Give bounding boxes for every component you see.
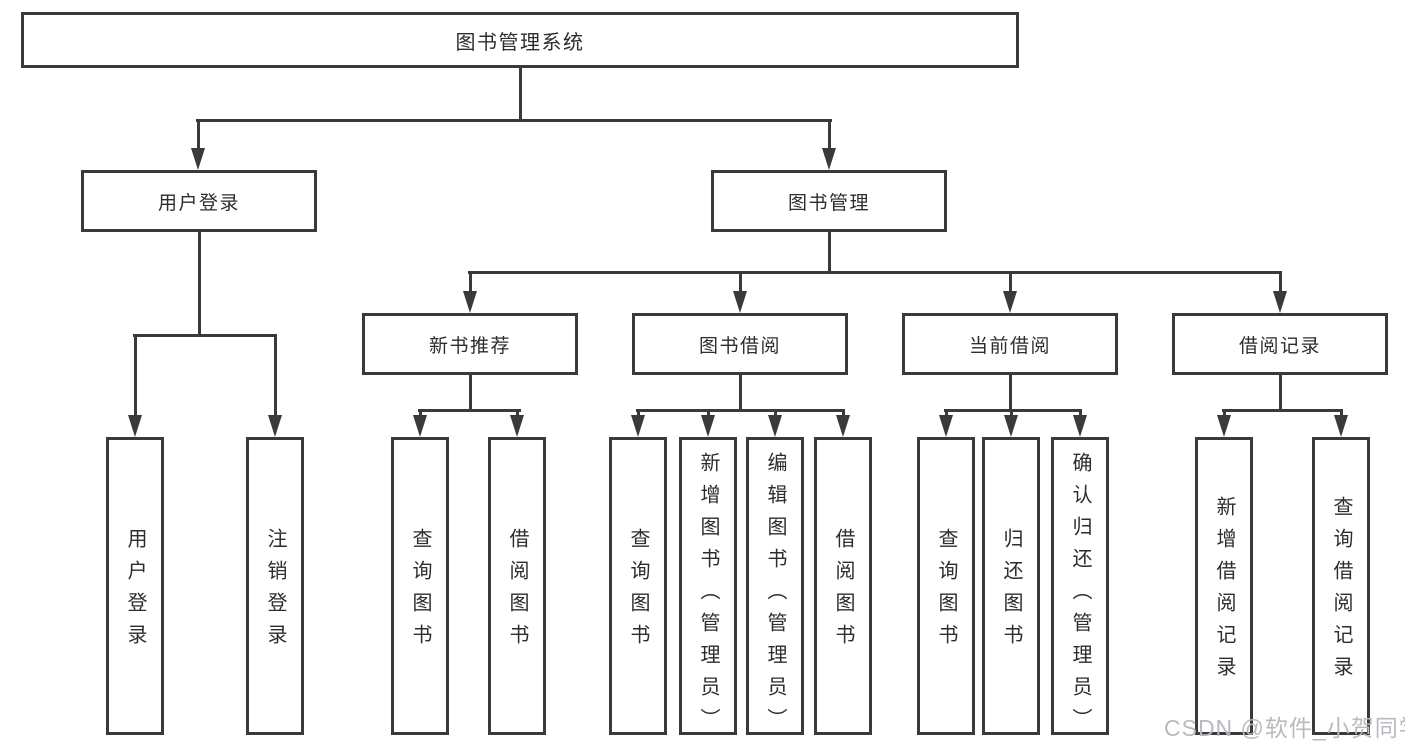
connector-line [944, 408, 948, 419]
connector-line [133, 333, 277, 337]
arrow-down-icon [268, 415, 282, 437]
connector-line [1278, 270, 1282, 294]
leaf-node-user-login: 用户登录 [106, 437, 164, 735]
connector-line [841, 408, 845, 419]
csdn-watermark: CSDN @软件_小贺同学 [1164, 715, 1405, 741]
connector-line [1339, 408, 1343, 419]
arrow-down-icon [768, 415, 782, 437]
connector-line [196, 118, 200, 151]
leaf-node-query-books-2: 查询图书 [609, 437, 667, 735]
leaf-node-query-books-3: 查询图书 [917, 437, 975, 735]
arrow-down-icon [128, 415, 142, 437]
connector-line [738, 375, 742, 410]
connector-line [1078, 408, 1082, 419]
connector-line [1222, 408, 1226, 419]
leaf-node-return-book: 归还图书 [982, 437, 1040, 735]
arrow-down-icon [733, 291, 747, 313]
connector-line [1222, 408, 1343, 412]
connector-line [827, 118, 831, 151]
arrow-down-icon [463, 291, 477, 313]
arrow-down-icon [939, 415, 953, 437]
arrow-down-icon [510, 415, 524, 437]
connector-line [515, 408, 519, 419]
connector-line [1008, 270, 1012, 294]
branch-node-book-management: 图书管理 [711, 170, 947, 232]
leaf-node-edit-book-admin: 编辑图书（管理员） [746, 437, 804, 740]
connector-line [738, 270, 742, 294]
connector-line [636, 408, 640, 419]
arrow-down-icon [1334, 415, 1348, 437]
connector-line [468, 270, 1282, 274]
arrow-down-icon [1217, 415, 1231, 437]
arrow-down-icon [1273, 291, 1287, 313]
arrow-down-icon [413, 415, 427, 437]
arrow-down-icon [631, 415, 645, 437]
connector-line [418, 408, 422, 419]
branch-node-user-login: 用户登录 [81, 170, 317, 232]
root-node-library-system: 图书管理系统 [21, 12, 1019, 68]
arrow-down-icon [1073, 415, 1087, 437]
connector-line [636, 408, 845, 412]
leaf-node-borrow-books-2: 借阅图书 [814, 437, 872, 735]
connector-line [706, 408, 710, 419]
connector-line [468, 270, 472, 294]
connector-line [1008, 375, 1012, 410]
connector-line [273, 333, 277, 418]
leaf-node-confirm-return-admin: 确认归还（管理员） [1051, 437, 1109, 740]
connector-line [197, 232, 201, 335]
connector-line [1278, 375, 1282, 410]
connector-line [196, 118, 832, 122]
arrow-down-icon [191, 148, 205, 170]
connector-line [773, 408, 777, 419]
arrow-down-icon [1003, 291, 1017, 313]
arrow-down-icon [822, 148, 836, 170]
arrow-down-icon [701, 415, 715, 437]
group-node-book-borrow: 图书借阅 [632, 313, 848, 375]
leaf-node-add-borrow-record: 新增借阅记录 [1195, 437, 1253, 735]
connector-line [418, 408, 521, 412]
connector-line [133, 333, 137, 418]
arrow-down-icon [1004, 415, 1018, 437]
group-node-new-book-recommend: 新书推荐 [362, 313, 578, 375]
connector-line [944, 408, 1082, 412]
leaf-node-borrow-books-1: 借阅图书 [488, 437, 546, 735]
connector-line [1009, 408, 1013, 419]
leaf-node-add-book-admin: 新增图书（管理员） [679, 437, 737, 740]
leaf-node-query-books-1: 查询图书 [391, 437, 449, 735]
group-node-borrow-record: 借阅记录 [1172, 313, 1388, 375]
connector-line [518, 68, 522, 120]
group-node-current-borrow: 当前借阅 [902, 313, 1118, 375]
connector-line [827, 232, 831, 272]
arrow-down-icon [836, 415, 850, 437]
leaf-node-logout: 注销登录 [246, 437, 304, 735]
leaf-node-query-borrow-record: 查询借阅记录 [1312, 437, 1370, 735]
connector-line [468, 375, 472, 410]
